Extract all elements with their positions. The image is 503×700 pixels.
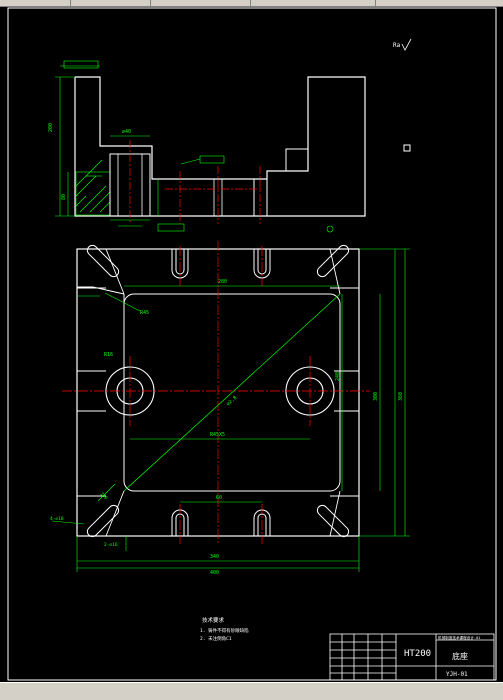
section-height-dim: 200 (48, 123, 54, 132)
inner-height-label: 240 (335, 372, 341, 381)
radius-inner-label: R45 (140, 310, 149, 316)
tab-segment[interactable] (250, 0, 376, 6)
right-height-label: 300 (373, 392, 379, 401)
left-note-label: 4-∅18 (50, 516, 64, 522)
title-top-line: 机械制造技术课程设计-01 (438, 635, 480, 640)
technical-notes: 技术要求 1. 铸件不得有砂眼缺陷 2. 未注倒角C1 (200, 616, 249, 642)
slot-dim-label: 60 (216, 495, 222, 501)
notes-heading: 技术要求 (202, 616, 225, 624)
radius-left-label: R16 (104, 352, 113, 358)
tab-segment[interactable] (150, 0, 251, 6)
section-view: 200 80 ∅40 (48, 60, 366, 233)
plan-view: ∅2.8 R16 R45 280 R45X5 60 340 4 (50, 241, 410, 576)
part-name-label: 底座 (452, 651, 468, 661)
status-bar (0, 682, 503, 700)
drawing-border (7, 7, 497, 681)
total-height-label: 360 (398, 392, 404, 401)
center-dist-label: 250 (99, 491, 109, 501)
top-dim-label: 280 (218, 279, 227, 285)
material-label: HT200 (404, 649, 431, 659)
notes-line2: 2. 未注倒角C1 (200, 635, 232, 642)
tab-segment[interactable] (70, 0, 151, 6)
section-low-dim: 80 (61, 194, 67, 200)
drawing-number-label: YJH-01 (446, 671, 468, 678)
notes-line1: 1. 铸件不得有砂眼缺陷 (200, 627, 249, 634)
title-block (329, 633, 495, 681)
hole-note-label: 2-∅16 (104, 542, 118, 548)
inner-width-label: R45X5 (210, 432, 225, 438)
roughness-symbol: Ra (393, 38, 412, 51)
section-hatch (75, 159, 111, 213)
overall-width-label: 340 (210, 554, 219, 560)
roughness-label: Ra (393, 42, 401, 49)
cad-drawing-canvas[interactable]: Ra (0, 6, 503, 682)
total-width-label: 400 (210, 570, 219, 576)
tab-segment[interactable] (0, 0, 71, 6)
tab-bar (0, 0, 503, 7)
section-gap-dim: ∅40 (122, 129, 131, 135)
cursor-marker (403, 144, 411, 152)
